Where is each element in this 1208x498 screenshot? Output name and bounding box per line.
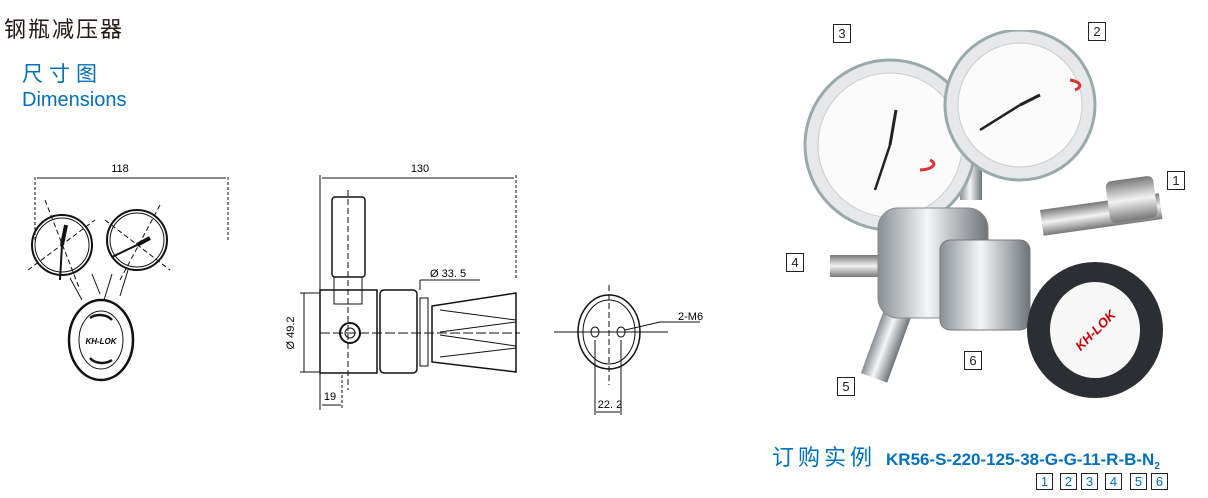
- callout-1: 1: [1167, 171, 1185, 190]
- offset-dimension: 19: [324, 391, 336, 403]
- section-title-cn: 尺寸图: [22, 62, 103, 86]
- rear-view-drawing: 2-M6 22. 2: [554, 285, 703, 415]
- callout-4: 4: [786, 253, 804, 272]
- holes-label: 2-M6: [678, 311, 703, 323]
- spacing-dimension: 22. 2: [598, 399, 622, 411]
- order-example: 订购实例 KR56-S-220-125-38-G-G-11-R-B-N2: [772, 440, 1160, 472]
- order-code: KR56-S-220-125-38-G-G-11-R-B-N: [886, 450, 1155, 469]
- order-example-label: 订购实例: [772, 446, 877, 471]
- position-box-1: 1: [1036, 473, 1053, 490]
- position-box-6: 6: [1151, 473, 1168, 490]
- product-title: 钢瓶减压器: [4, 18, 125, 43]
- product-photo: KH-LOK: [803, 30, 1163, 398]
- position-box-5: 5: [1130, 473, 1147, 490]
- position-box-2: 2: [1060, 473, 1077, 490]
- side-view-drawing: 130 Ø 49.2 Ø 33. 5 19: [285, 163, 520, 410]
- section-title-en: Dimensions: [22, 89, 127, 111]
- front-view-drawing: 118 KH-LOK: [27, 163, 229, 382]
- callout-5: 5: [837, 377, 855, 396]
- callout-2: 2: [1088, 22, 1106, 41]
- callout-6: 6: [964, 351, 982, 370]
- diameter-dimension: Ø 49.2: [285, 316, 297, 349]
- position-box-3: 3: [1081, 473, 1098, 490]
- brand-mark: KH-LOK: [85, 337, 117, 346]
- length-dimension: 130: [411, 163, 429, 175]
- position-box-4: 4: [1105, 473, 1122, 490]
- callout-3: 3: [833, 24, 851, 43]
- knob-diameter-dimension: Ø 33. 5: [430, 268, 466, 280]
- order-code-subscript: 2: [1154, 461, 1160, 473]
- width-dimension: 118: [111, 163, 129, 175]
